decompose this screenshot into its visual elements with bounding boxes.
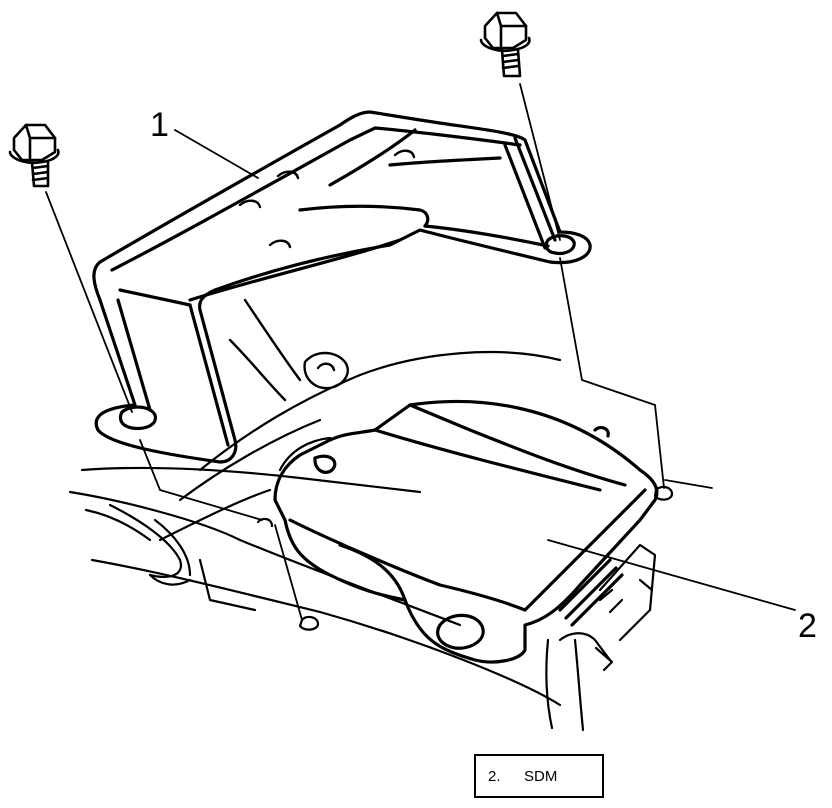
bracket — [92, 110, 592, 464]
mount-holes — [256, 485, 674, 631]
floor-structure — [68, 351, 657, 732]
callout-2: 2 — [798, 607, 817, 645]
sdm-module — [273, 399, 659, 664]
bolt-left — [8, 123, 60, 188]
leader-lines — [174, 129, 796, 611]
bolt-right — [479, 11, 531, 78]
mounting-boss — [228, 298, 349, 402]
bracket-slots — [238, 149, 416, 249]
alignment-lines — [45, 83, 713, 621]
callout-1: 1 — [150, 106, 169, 144]
legend-box: 2. SDM — [474, 754, 604, 798]
legend-number: 2. — [488, 767, 501, 785]
legend-label: SDM — [524, 767, 558, 785]
